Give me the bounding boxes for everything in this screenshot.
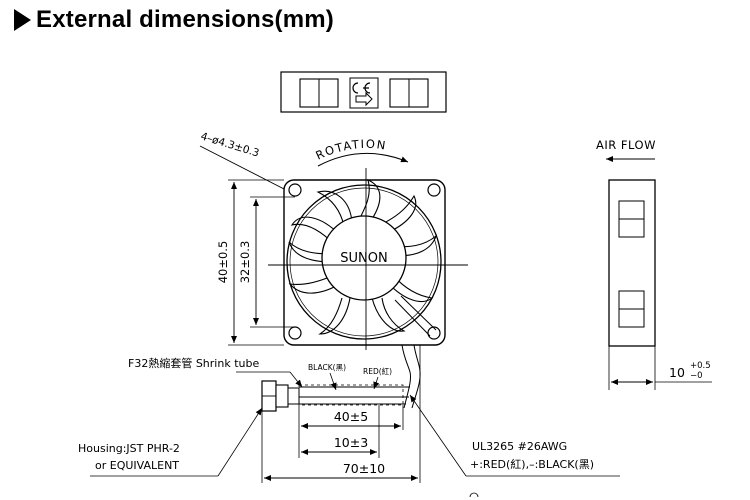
wire-labels: F32熱縮套管 Shrink tube BLACK(黑) RED(紅): [128, 356, 392, 391]
height-outer-label: 40±0.5: [216, 241, 230, 284]
cable-label-1: UL3265 #26AWG: [472, 440, 567, 453]
mount-hole-icon: [288, 183, 302, 197]
hole-dimension-label: 4–ø4.3±0.3: [199, 130, 260, 159]
red-wire-label: RED(紅): [363, 366, 392, 376]
fan-front-view: SUNON: [268, 168, 468, 350]
shrink-tube-label: F32熱縮套管 Shrink tube: [128, 356, 259, 370]
dim-70-label: 70±10: [343, 461, 385, 476]
height-holes-label: 32±0.3: [238, 241, 252, 284]
cable-callout: UL3265 #26AWG +:RED(紅),–:BLACK(黑): [409, 394, 620, 477]
section-heading: External dimensions(mm): [14, 6, 334, 34]
length-dimensions: 40±5 10±3 70±10: [261, 345, 421, 483]
housing-label-1: Housing:JST PHR-2: [78, 442, 180, 455]
rotation-indicator: ROTATION: [313, 137, 409, 167]
mount-hole-icon: [427, 183, 441, 197]
black-wire-label: BLACK(黑): [308, 363, 346, 372]
lead-wires: [261, 344, 421, 412]
depth-label: 10: [669, 365, 685, 380]
depth-tol-lower: −0: [690, 371, 703, 381]
mount-hole-icon: [427, 326, 441, 340]
air-flow-label: AIR FLOW: [596, 138, 656, 152]
cable-label-2: +:RED(紅),–:BLACK(黑): [470, 458, 594, 471]
ce-mark-icon: [349, 77, 379, 109]
label-plate: [280, 71, 447, 113]
height-dimension: 40±0.5 32±0.3: [216, 179, 295, 346]
brand-label: SUNON: [340, 251, 387, 266]
fan-blades: [288, 179, 438, 335]
rotation-label: ROTATION: [313, 137, 387, 163]
mount-hole-icon: [288, 326, 302, 340]
triangle-bullet-icon: [14, 9, 31, 31]
dim-10-label: 10±3: [334, 435, 368, 450]
heading-text: External dimensions(mm): [36, 6, 335, 33]
depth-tol-upper: +0.5: [690, 361, 711, 371]
housing-callout: Housing:JST PHR-2 or EQUIVALENT: [78, 407, 263, 477]
fan-side-view: AIR FLOW 10 +0.5 −0: [596, 138, 712, 390]
housing-label-2: or EQUIVALENT: [95, 459, 179, 472]
dim-40-label: 40±5: [334, 409, 368, 424]
